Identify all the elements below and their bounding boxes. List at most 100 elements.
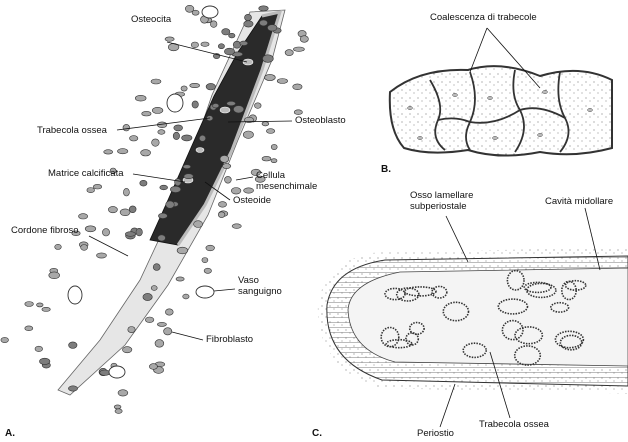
cell — [222, 29, 230, 35]
cell — [136, 228, 142, 236]
label-trabecola-ossea-a: Trabecola ossea — [37, 125, 107, 136]
cell — [194, 221, 203, 228]
cell — [202, 258, 208, 263]
cell — [123, 124, 130, 131]
cell — [87, 188, 95, 193]
label-fibroblasto: Fibroblasto — [206, 334, 253, 345]
cell — [104, 150, 113, 154]
marrow-cavity — [348, 268, 628, 366]
cell — [293, 47, 304, 51]
cell — [271, 144, 277, 149]
cell — [97, 253, 107, 258]
cell — [224, 48, 234, 55]
cell — [164, 328, 172, 335]
cell — [285, 50, 293, 56]
cell — [166, 201, 175, 208]
cell — [49, 272, 60, 279]
cell — [266, 129, 274, 134]
label-mesenchimale: mesenchimale — [256, 181, 317, 192]
cell — [42, 307, 50, 311]
cell — [160, 185, 168, 190]
cell — [263, 55, 274, 63]
cell — [213, 104, 219, 108]
cell — [218, 212, 225, 218]
cell — [293, 84, 302, 90]
cell — [145, 317, 154, 323]
cell — [218, 202, 226, 208]
cell — [182, 135, 192, 141]
cell — [125, 232, 135, 237]
cell — [262, 122, 269, 126]
cell — [210, 21, 217, 28]
panel-letter-a: A. — [5, 428, 15, 439]
cell — [55, 244, 62, 249]
cell — [183, 294, 189, 299]
cell — [158, 235, 166, 241]
cell — [244, 21, 253, 27]
cell — [115, 409, 122, 414]
cell — [267, 25, 277, 31]
cell — [81, 245, 88, 251]
trabeculae-network — [390, 66, 612, 155]
cell — [271, 159, 277, 163]
cell — [183, 165, 191, 169]
panel-c-drawing — [318, 248, 628, 394]
label-cellula: Cellula — [256, 170, 285, 181]
cell — [176, 277, 184, 281]
cell — [130, 136, 138, 141]
cell — [244, 188, 254, 193]
panel-a-drawing — [1, 5, 309, 413]
cell — [152, 107, 163, 113]
cell — [157, 322, 166, 326]
label-osteoblasto: Osteoblasto — [295, 115, 346, 126]
cell — [240, 41, 248, 45]
cell — [181, 86, 187, 91]
cell — [152, 139, 160, 146]
cell — [120, 209, 130, 216]
cell — [245, 14, 252, 20]
label-trabecola-ossea-c: Trabecola ossea — [479, 419, 549, 430]
cell — [199, 135, 205, 141]
cell — [229, 33, 235, 38]
cell — [192, 101, 198, 108]
cell — [79, 214, 88, 219]
cell — [123, 188, 129, 196]
cell — [35, 346, 43, 351]
cell — [151, 286, 157, 291]
cell — [227, 101, 236, 105]
cell — [1, 337, 9, 342]
cell — [259, 20, 267, 26]
panel-letter-c: C. — [312, 428, 322, 439]
cell — [118, 149, 128, 154]
label-coalescenza: Coalescenza di trabecole — [430, 12, 537, 23]
cell — [153, 264, 160, 271]
cell — [40, 358, 50, 364]
cell — [151, 79, 161, 84]
cell — [204, 268, 211, 273]
label-sanguigno: sanguigno — [238, 286, 282, 297]
cell — [68, 386, 77, 391]
label-osteoide: Osteoide — [233, 195, 271, 206]
cell — [158, 130, 165, 135]
cell — [143, 293, 152, 300]
cell — [149, 364, 157, 370]
cell — [108, 206, 117, 212]
cell — [259, 6, 269, 11]
cell — [174, 125, 183, 131]
cell — [69, 342, 77, 349]
cell — [114, 405, 121, 409]
cell — [206, 245, 215, 251]
cell — [102, 229, 109, 236]
cell — [85, 226, 96, 232]
label-cavita-midollare: Cavità midollare — [545, 196, 613, 207]
cell — [262, 156, 271, 161]
cell — [158, 213, 167, 218]
cell — [165, 37, 174, 41]
cell — [233, 106, 243, 113]
cell — [170, 186, 180, 192]
cell — [165, 309, 173, 315]
cell — [222, 164, 230, 169]
cell — [173, 132, 179, 139]
cell — [25, 302, 34, 307]
